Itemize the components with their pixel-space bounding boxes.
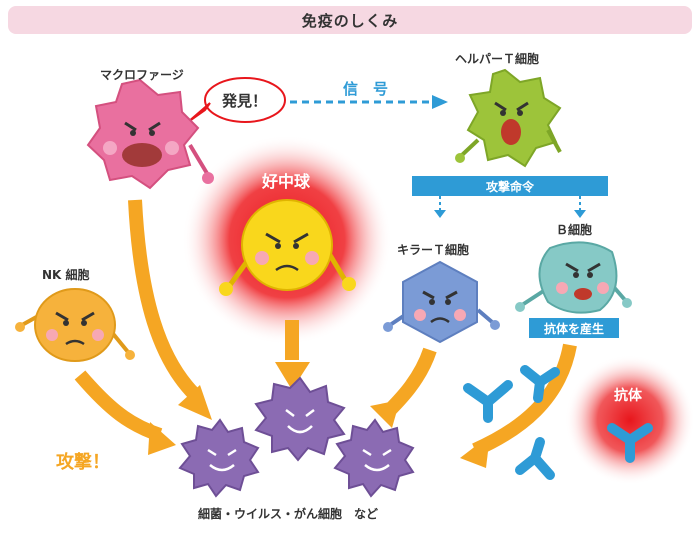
antibody-glow bbox=[565, 355, 695, 485]
speech-bubble bbox=[187, 77, 286, 123]
speech-text: 発見！ bbox=[222, 92, 268, 110]
antibody-label: 抗体 bbox=[614, 388, 642, 404]
killer-t-cell bbox=[383, 260, 500, 344]
page-title: 免疫のしくみ bbox=[301, 11, 399, 30]
helper-t-cell bbox=[455, 68, 562, 168]
b-cell bbox=[515, 241, 632, 314]
nk-label: NK 細胞 bbox=[42, 268, 90, 282]
attack-order-label: 攻撃命令 bbox=[485, 179, 534, 194]
order-arrows bbox=[439, 196, 581, 212]
b-cell-label: Ｂ細胞 bbox=[556, 223, 593, 237]
antibody-produce-label: 抗体を産生 bbox=[543, 321, 604, 336]
macrophage-label: マクロファージ bbox=[100, 68, 184, 82]
antibody-1 bbox=[463, 380, 513, 423]
antibodies bbox=[463, 365, 653, 480]
pathogens-label: 細菌・ウイルス・がん細胞 など bbox=[198, 507, 379, 521]
neutrophil-label: 好中球 bbox=[262, 172, 311, 191]
pathogen-1 bbox=[178, 418, 260, 498]
arrow-bcell bbox=[472, 343, 577, 457]
macrophage-cell bbox=[86, 78, 214, 190]
antibody-2 bbox=[520, 365, 560, 403]
pathogens bbox=[178, 376, 415, 498]
killer-t-label: キラーＴ細胞 bbox=[397, 243, 470, 257]
helper-t-label: ヘルパーＴ細胞 bbox=[455, 52, 540, 66]
pathogen-2 bbox=[254, 376, 346, 462]
antibody-3 bbox=[515, 437, 555, 480]
antibody-red bbox=[607, 423, 653, 463]
neutrophil-cell bbox=[219, 199, 356, 296]
pathogen-3 bbox=[333, 418, 415, 498]
orange-arrowheads bbox=[148, 362, 490, 468]
antibody-produce-box: 抗体を産生 bbox=[529, 318, 619, 338]
attack-order-box: 攻撃命令 bbox=[412, 176, 608, 196]
arrow-macrophage bbox=[128, 199, 201, 400]
attack-label: 攻撃！ bbox=[56, 452, 110, 473]
nk-cell bbox=[15, 288, 135, 362]
arrow-nk bbox=[74, 370, 163, 442]
signal-label: 信 号 bbox=[343, 80, 389, 98]
title-bar: 免疫のしくみ bbox=[8, 6, 692, 34]
